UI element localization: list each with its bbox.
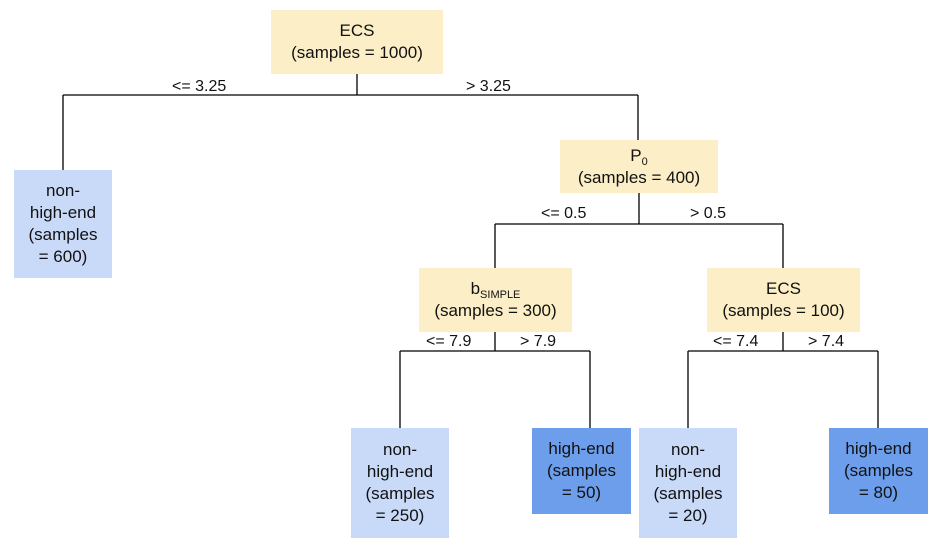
leaf-line: = 50) xyxy=(561,483,602,502)
node-root-ecs: ECS (samples = 1000) xyxy=(271,10,443,74)
edge-label-ecs2-right: > 7.4 xyxy=(808,333,845,350)
node-b-simple: bSIMPLE (samples = 300) xyxy=(419,268,572,332)
leaf-line: = 80) xyxy=(858,483,899,502)
leaf-line: (samples xyxy=(547,461,616,480)
leaf-non-high-end-250: non- high-end (samples = 250) xyxy=(351,428,449,538)
node-samples: (samples = 100) xyxy=(722,301,845,320)
leaf-line: (samples xyxy=(28,225,98,244)
leaf-line: high-end xyxy=(548,439,615,458)
leaf-line: high-end xyxy=(654,462,722,481)
node-p0: P0 (samples = 400) xyxy=(560,140,718,193)
leaf-line: non- xyxy=(382,440,418,459)
node-feature: b xyxy=(470,279,481,298)
leaf-line: = 250) xyxy=(375,506,425,525)
node-feature-subscript: 0 xyxy=(641,155,648,168)
leaf-line: = 600) xyxy=(38,247,88,266)
edge-label-ecs2-left: <= 7.4 xyxy=(713,333,759,350)
leaf-non-high-end-20: non- high-end (samples = 20) xyxy=(639,428,737,538)
edge-label-root-left: <= 3.25 xyxy=(172,78,227,95)
leaf-line: non- xyxy=(45,181,81,200)
edge-label-p0-right: > 0.5 xyxy=(690,205,727,222)
node-feature: P xyxy=(630,145,642,165)
leaf-line: non- xyxy=(670,440,706,459)
leaf-non-high-end-600: non- high-end (samples = 600) xyxy=(14,170,112,278)
leaf-line: = 20) xyxy=(668,506,708,525)
node-ecs-2: ECS (samples = 100) xyxy=(707,268,860,332)
connector-bsim xyxy=(399,332,591,428)
connector-ecs2 xyxy=(687,332,879,428)
leaf-line: high-end xyxy=(29,203,97,222)
leaf-high-end-50: high-end (samples = 50) xyxy=(532,428,631,514)
edge-label-bsim-left: <= 7.9 xyxy=(426,333,472,350)
leaf-line: high-end xyxy=(845,439,912,458)
leaf-high-end-80: high-end (samples = 80) xyxy=(829,428,928,514)
node-feature: ECS xyxy=(339,21,375,40)
leaf-line: high-end xyxy=(366,462,434,481)
leaf-line: (samples xyxy=(365,484,435,503)
connector-root xyxy=(62,74,639,170)
node-feature-subscript: SIMPLE xyxy=(480,289,521,301)
node-samples: (samples = 300) xyxy=(434,301,557,320)
edge-label-root-right: > 3.25 xyxy=(466,78,511,95)
leaf-line: (samples xyxy=(653,484,723,503)
connector-p0 xyxy=(494,193,784,268)
edge-label-bsim-right: > 7.9 xyxy=(520,333,557,350)
leaf-line: (samples xyxy=(844,461,913,480)
node-samples: (samples = 1000) xyxy=(291,43,423,62)
edge-label-p0-left: <= 0.5 xyxy=(541,205,587,222)
node-feature: ECS xyxy=(766,279,801,298)
node-samples: (samples = 400) xyxy=(577,167,701,187)
